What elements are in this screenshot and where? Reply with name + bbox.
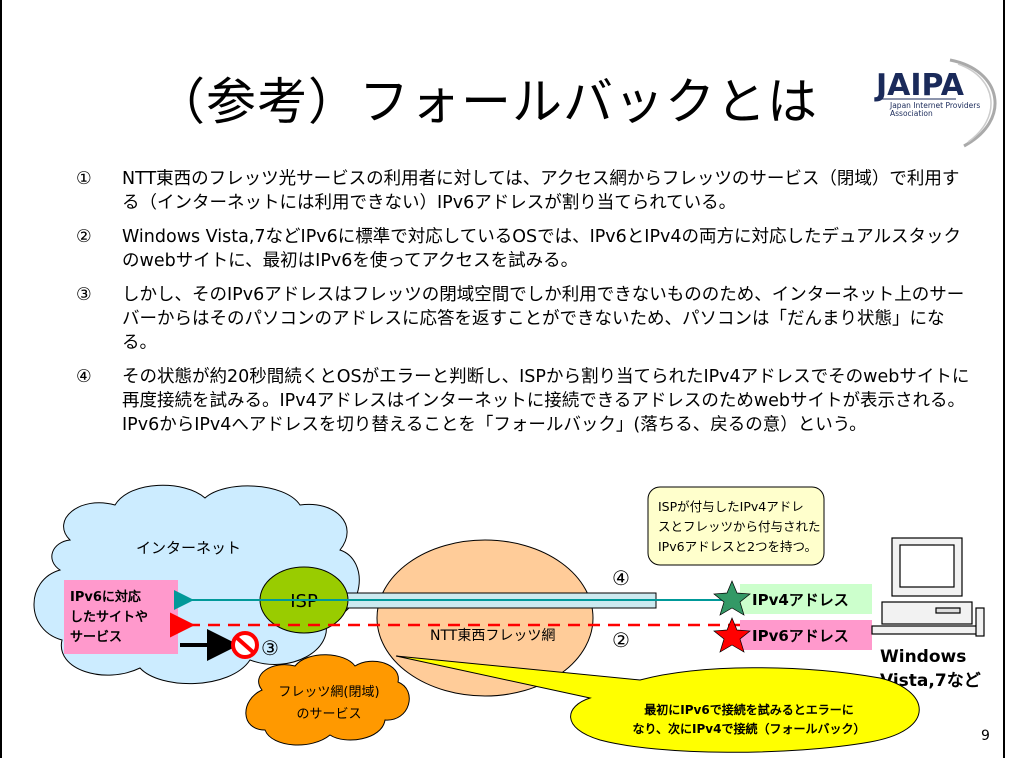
item-number: ③ bbox=[76, 285, 92, 305]
ipv6-label: IPv6アドレス bbox=[752, 627, 849, 645]
slide-title: （参考）フォールバックとは bbox=[0, 62, 1009, 134]
pc-label-1: Windows bbox=[880, 647, 966, 667]
logo-subtitle-2: Association bbox=[890, 109, 933, 118]
address-note-box bbox=[647, 486, 825, 566]
service-line-3: サービス bbox=[70, 629, 122, 645]
ntt-label: NTT東西フレッツ網 bbox=[430, 628, 555, 644]
callout-line-1: 最初にIPv6で接続を試みるとエラーに bbox=[644, 702, 853, 717]
list-item: ④ その状態が約20秒間続くとOSがエラーと判断し、ISPから割り当てられたIP… bbox=[76, 365, 976, 437]
computer-icon bbox=[871, 537, 985, 637]
logo-name: JAIPA bbox=[874, 68, 965, 103]
explanation-list: ① NTT東西のフレッツ光サービスの利用者に対しては、アクセス網からフレッツのサ… bbox=[76, 167, 976, 447]
item-text: NTT東西のフレッツ光サービスの利用者に対しては、アクセス網からフレッツのサービ… bbox=[122, 169, 960, 213]
service-line-1: IPv6に対応 bbox=[70, 589, 141, 605]
title-text: （参考）フォールバックとは bbox=[155, 73, 818, 131]
item-number: ② bbox=[76, 227, 92, 247]
list-item: ② Windows Vista,7などIPv6に標準で対応しているOSでは、IP… bbox=[76, 225, 976, 273]
callout-line-2: なり、次にIPv4で接続（フォールバック） bbox=[633, 721, 866, 736]
ipv6-star-icon bbox=[713, 617, 751, 653]
note-line-3: IPv6アドレスと2つを持つ。 bbox=[658, 539, 817, 554]
fallback-callout bbox=[395, 655, 920, 753]
item-number: ① bbox=[76, 169, 92, 189]
ntt-network-ellipse bbox=[376, 539, 594, 697]
item-text: その状態が約20秒間続くとOSがエラーと判断し、ISPから割り当てられたIPv4… bbox=[122, 367, 970, 435]
isp-label: ISP bbox=[290, 591, 318, 612]
note-line-2: スとフレッツから付与された bbox=[658, 519, 821, 534]
logo-subtitle-1: Japan Internet Providers bbox=[889, 101, 980, 110]
pc-label-2: Vista,7など bbox=[880, 671, 981, 691]
ipv4-label: IPv4アドレス bbox=[752, 591, 849, 609]
service-box bbox=[64, 580, 178, 654]
item-number: ④ bbox=[76, 367, 92, 387]
note-line-1: ISPが付与したIPv4アドレ bbox=[658, 499, 804, 514]
step-3-label: ③ bbox=[261, 636, 279, 660]
flets-line-1: フレッツ網(閉域) bbox=[278, 685, 379, 700]
item-text: しかし、そのIPv6アドレスはフレッツの閉域空間でしか利用できないもののため、イ… bbox=[122, 285, 965, 353]
ipv4-box bbox=[740, 584, 872, 614]
step-2-label: ② bbox=[612, 628, 630, 652]
ipv4-star-icon bbox=[713, 580, 751, 616]
service-line-2: したサイトや bbox=[70, 610, 148, 625]
jaipa-logo: JAIPA Japan Internet Providers Associati… bbox=[874, 58, 997, 148]
item-text: Windows Vista,7などIPv6に標準で対応しているOSでは、IPv6… bbox=[122, 227, 961, 271]
flets-service-cloud bbox=[245, 654, 410, 746]
step-4-label: ④ bbox=[612, 566, 630, 590]
list-item: ③ しかし、そのIPv6アドレスはフレッツの閉域空間でしか利用できないもののため… bbox=[76, 283, 976, 355]
ipv6-box bbox=[740, 620, 872, 650]
list-item: ① NTT東西のフレッツ光サービスの利用者に対しては、アクセス網からフレッツのサ… bbox=[76, 167, 976, 215]
internet-label: インターネット bbox=[136, 539, 241, 557]
no-entry-icon bbox=[231, 631, 259, 659]
page-number: 9 bbox=[981, 728, 990, 744]
flets-line-2: のサービス bbox=[296, 707, 361, 722]
